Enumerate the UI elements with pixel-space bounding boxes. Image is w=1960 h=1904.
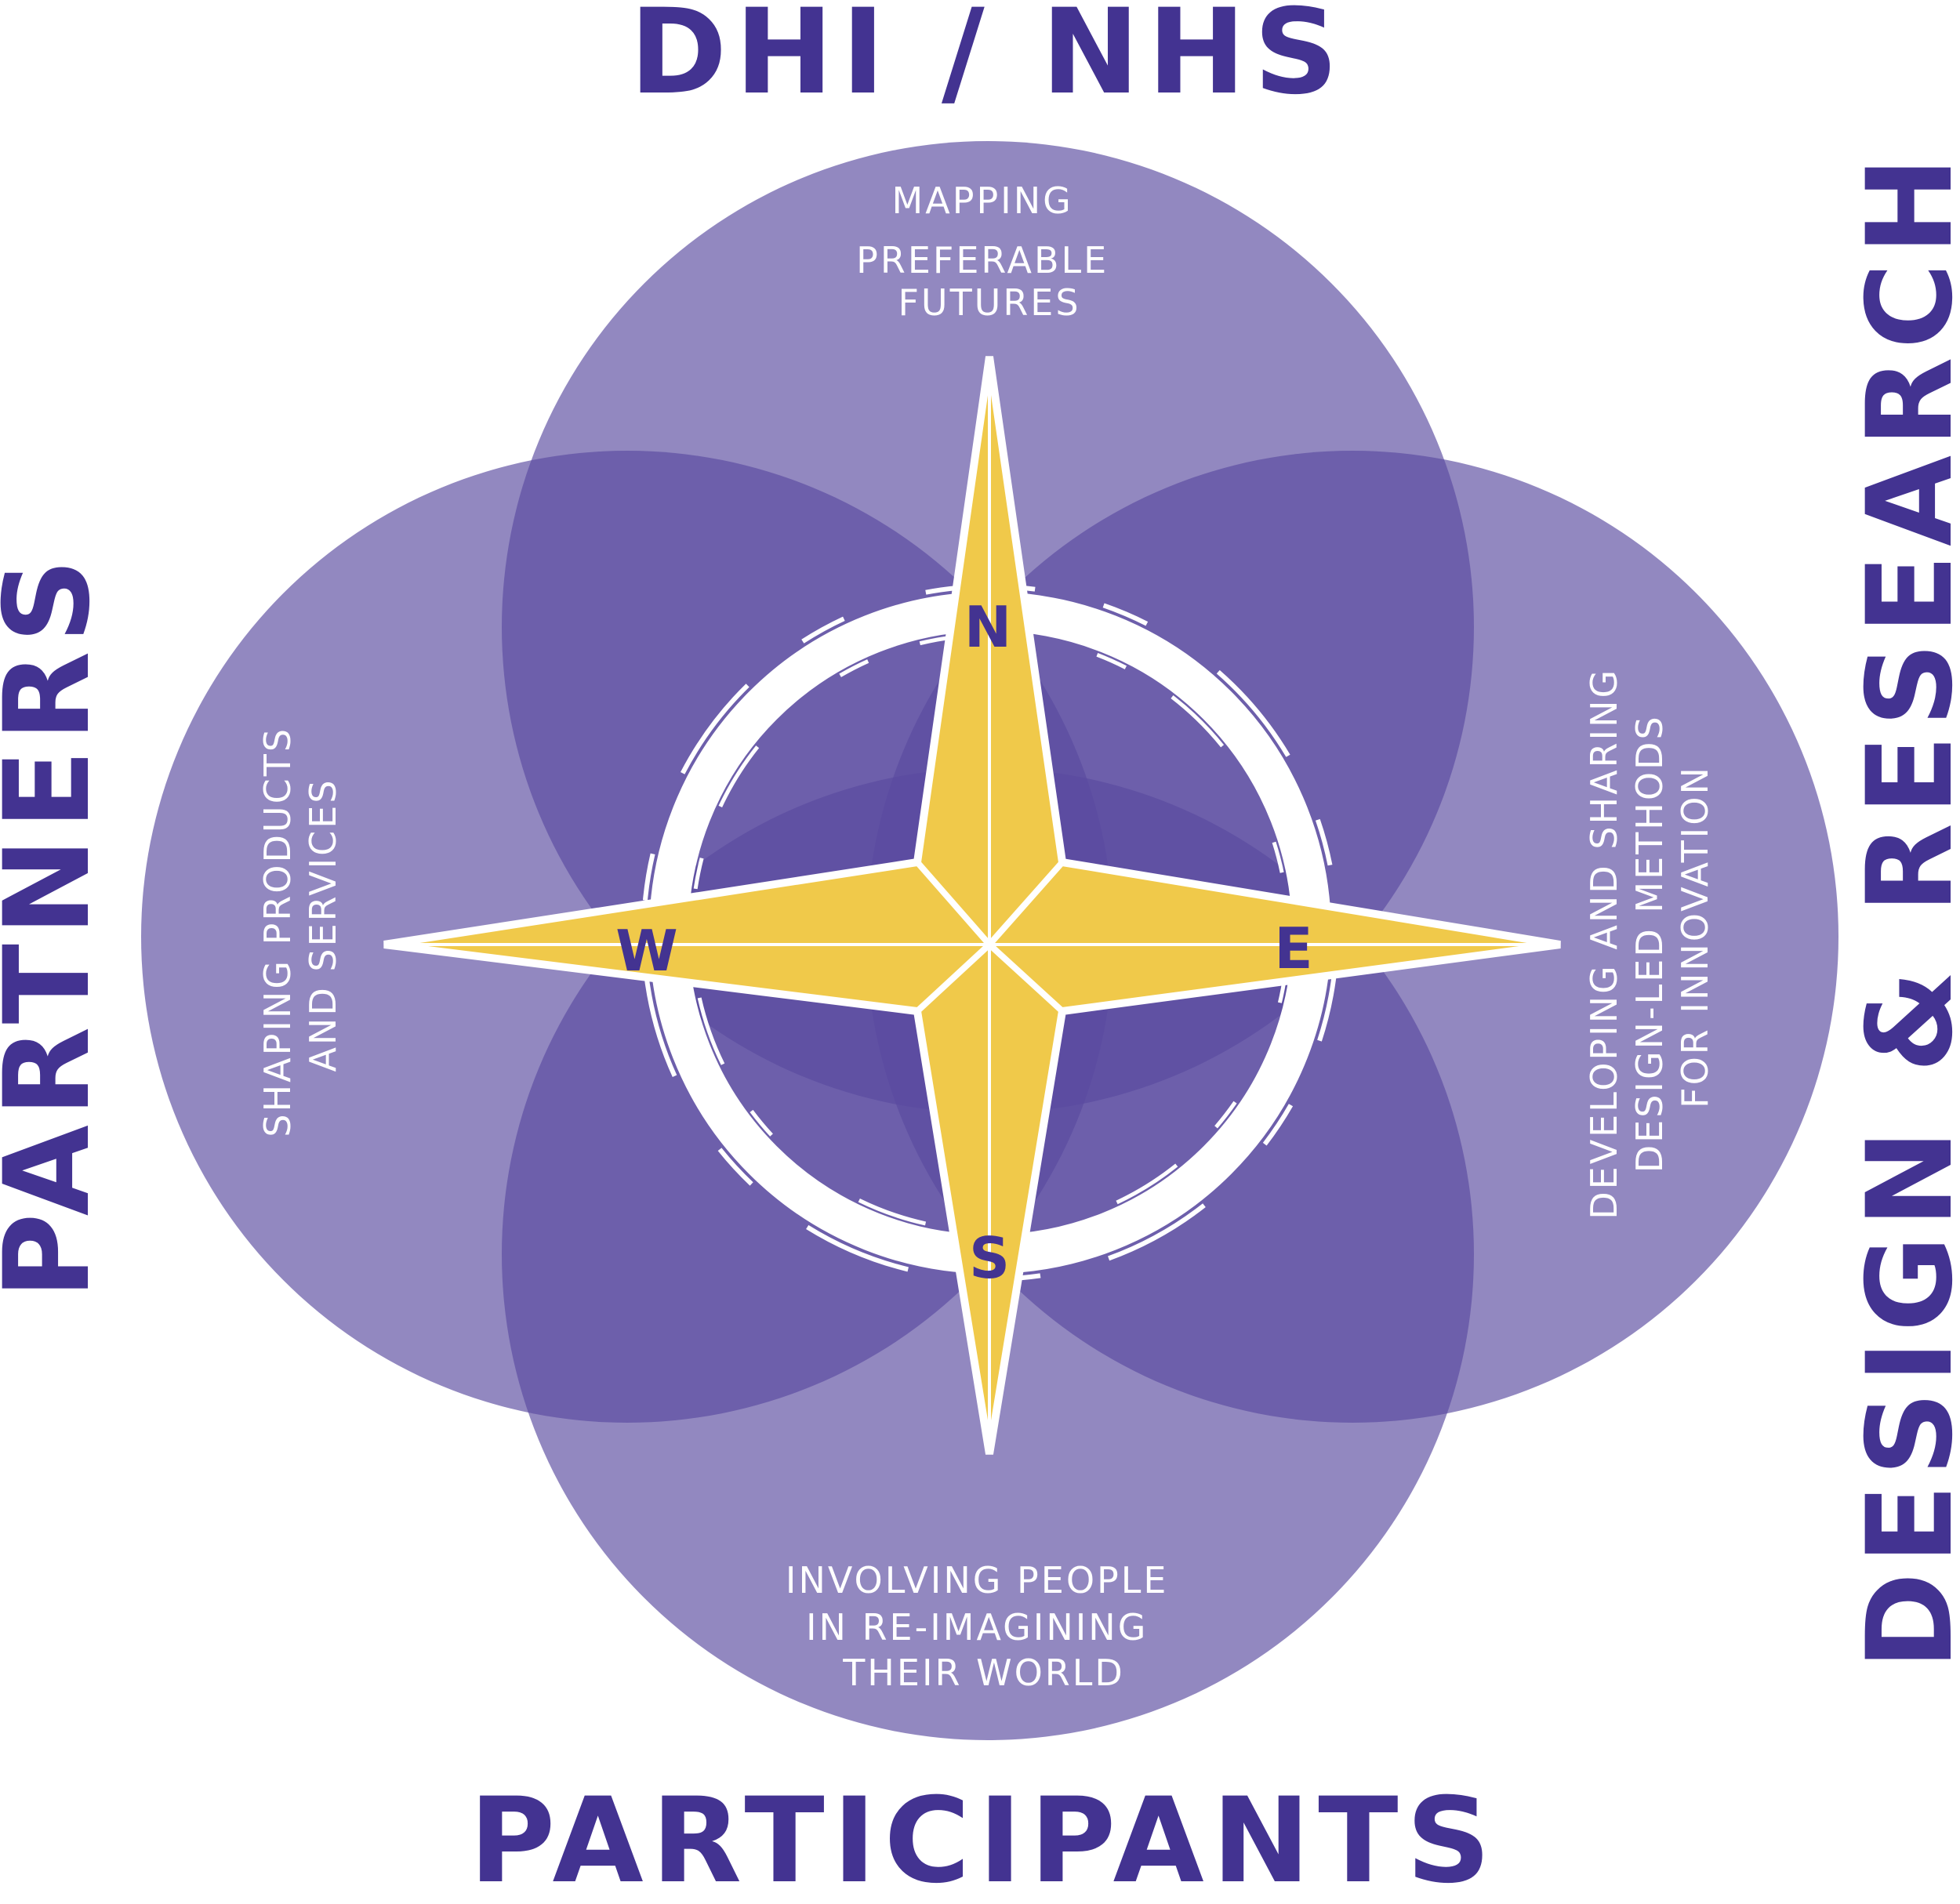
caption-top-line-1: MAPPING [892,180,1073,222]
compass-west-letter: W [615,918,677,984]
caption-right: DEVELOPING AND SHARING DESIGN-LED METHOD… [1583,654,1716,1220]
compass-star [383,356,1561,1455]
caption-right-line-2: DESIGN-LED METHODS [1628,714,1671,1173]
caption-bottom-line-3: THEIR WORLD [842,1652,1125,1694]
compass-north-letter: N [964,594,1011,660]
caption-right-line-1: DEVELOPING AND SHARING [1583,668,1625,1220]
compass-star-body [383,356,1561,1455]
heading-right: DESIGN & RESEARCH [1842,149,1960,1670]
caption-left-line-1: SHAPING PRODUCTS [256,727,299,1137]
caption-top-line-2: PREFERABLE [856,239,1109,281]
heading-top: DHI / NHS [630,0,1346,121]
compass-south-letter: S [969,1225,1010,1291]
caption-top-line-3: FUTURES [898,281,1080,324]
caption-bottom: INVOLVING PEOPLE IN RE-IMAGINING THEIR W… [786,1559,1182,1694]
star-diagonal-sw [915,942,992,1014]
heading-left: PARTNERS [0,551,116,1300]
compass-east-letter: E [1274,916,1312,981]
star-diagonal-se [987,942,1065,1014]
caption-bottom-line-1: INVOLVING PEOPLE [786,1559,1169,1601]
star-diagonal-ne [987,860,1065,947]
caption-left-line-2: AND SERVICES [302,778,344,1072]
caption-left: SHAPING PRODUCTS AND SERVICES [256,713,344,1137]
star-diagonal-nw [914,860,993,947]
caption-right-line-3: FOR INNOVATION [1674,765,1716,1108]
heading-bottom: PARTICIPANTS [469,1773,1498,1904]
caption-top: MAPPING PREFERABLE FUTURES [856,180,1123,324]
caption-bottom-line-2: IN RE-IMAGINING [806,1606,1148,1648]
